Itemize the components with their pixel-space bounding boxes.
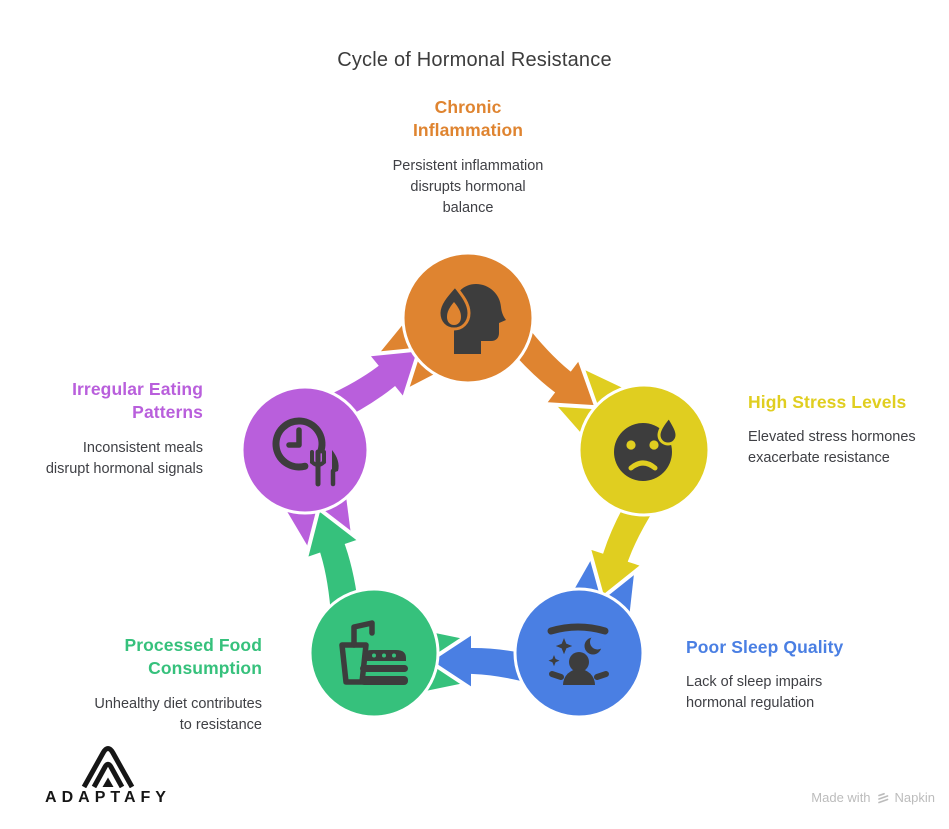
- made-with-text: Made with: [811, 790, 871, 805]
- adaptafy-logo: ADAPTAFY: [33, 742, 183, 807]
- napkin-icon: [877, 792, 888, 803]
- node-label-chronic-inflammation: Chronic Inflammation Persistent inflamma…: [333, 96, 603, 219]
- page-title: Cycle of Hormonal Resistance: [337, 49, 612, 71]
- node-description: Elevated stress hormones exacerbate resi…: [748, 429, 916, 467]
- adaptafy-mark-icon: [81, 746, 135, 788]
- node-title: Irregular Eating Patterns: [72, 379, 203, 423]
- node-circle-irregular-eating: [240, 385, 370, 515]
- clock-meal-icon: [272, 417, 339, 487]
- node-label-poor-sleep: Poor Sleep Quality Lack of sleep impairs…: [686, 636, 906, 714]
- adaptafy-wordmark: ADAPTAFY: [45, 789, 171, 806]
- node-label-processed-food: Processed Food Consumption Unhealthy die…: [32, 634, 262, 736]
- node-description: Lack of sleep impairs hormonal regulatio…: [686, 674, 823, 712]
- restless-sleep-icon: [547, 623, 609, 685]
- stressed-face-icon: [614, 415, 679, 481]
- node-title: Chronic Inflammation: [412, 97, 524, 141]
- node-description: Unhealthy diet contributes to resistance: [94, 695, 262, 733]
- node-description: Inconsistent meals disrupt hormonal sign…: [45, 439, 203, 477]
- node-description: Persistent inflammation disrupts hormona…: [392, 157, 544, 216]
- head-flame-icon: [437, 284, 506, 354]
- node-title: Processed Food Consumption: [124, 635, 262, 679]
- fast-food-icon: [339, 620, 408, 685]
- node-label-high-stress: High Stress Levels Elevated stress hormo…: [748, 391, 948, 469]
- napkin-credit: Made with Napkin: [811, 790, 935, 805]
- node-label-irregular-eating: Irregular Eating Patterns Inconsistent m…: [13, 378, 203, 480]
- napkin-text: Napkin: [894, 790, 935, 805]
- node-title: High Stress Levels: [748, 392, 907, 412]
- node-title: Poor Sleep Quality: [686, 637, 844, 657]
